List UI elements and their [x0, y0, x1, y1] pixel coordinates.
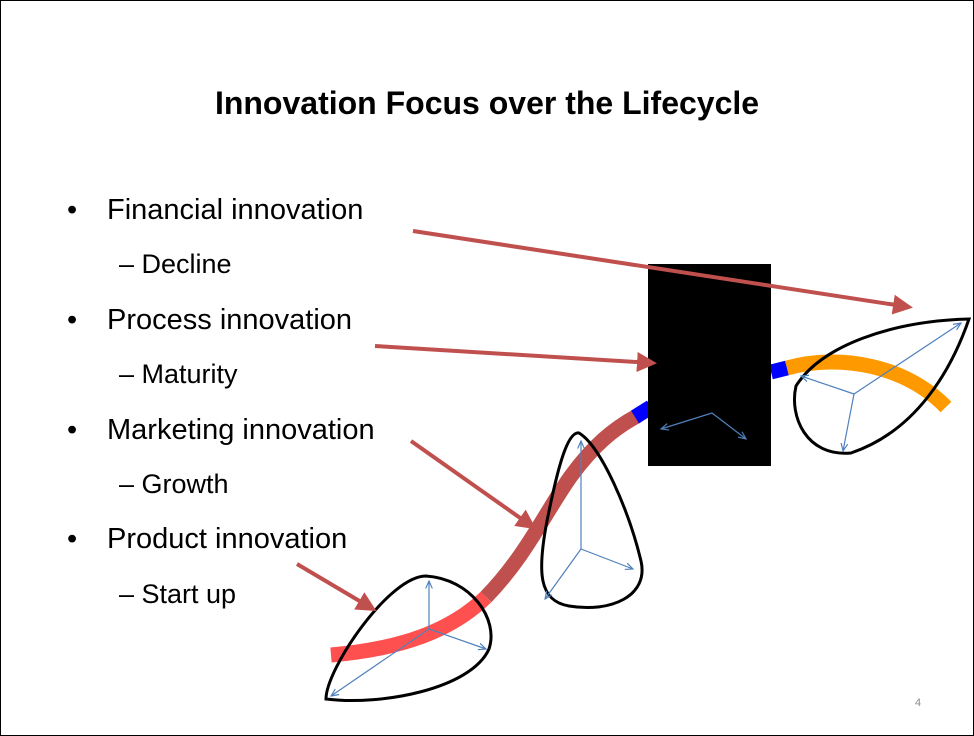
maturity-axes [661, 412, 746, 439]
occluding-box [648, 264, 771, 466]
sub-bullet-growth: – Growth [119, 469, 229, 499]
bullet-label: Process innovation [107, 304, 353, 336]
slide-title: Innovation Focus over the Lifecycle [214, 85, 760, 121]
sub-bullet-startup: – Start up [119, 579, 237, 609]
page-number: 4 [915, 697, 922, 709]
decline-axes [801, 323, 961, 451]
decline-blob [793, 317, 972, 455]
growth-blob [540, 431, 644, 609]
bullet-product: •Product innovation [67, 523, 348, 555]
product-arrow [295, 562, 377, 612]
startup-curve [330, 591, 492, 663]
growth-curve [480, 409, 641, 603]
bullet-label: Financial innovation [107, 194, 364, 226]
sub-bullet-decline: – Decline [119, 249, 232, 279]
process-arrow [374, 344, 657, 373]
bullet-financial: •Financial innovation [67, 194, 364, 226]
marketing-arrow [409, 439, 537, 530]
bullet-label: Marketing innovation [107, 414, 375, 446]
sub-bullet-maturity: – Maturity [119, 359, 238, 389]
startup-axes [331, 581, 486, 696]
growth-axes [545, 441, 633, 599]
financial-arrow [412, 229, 913, 315]
bullet-process: •Process innovation [67, 304, 353, 336]
bullet-label: Product innovation [107, 523, 348, 555]
startup-blob [324, 574, 493, 703]
bullet-marketing: •Marketing innovation [67, 414, 375, 446]
maturity-segment-right [769, 360, 789, 380]
